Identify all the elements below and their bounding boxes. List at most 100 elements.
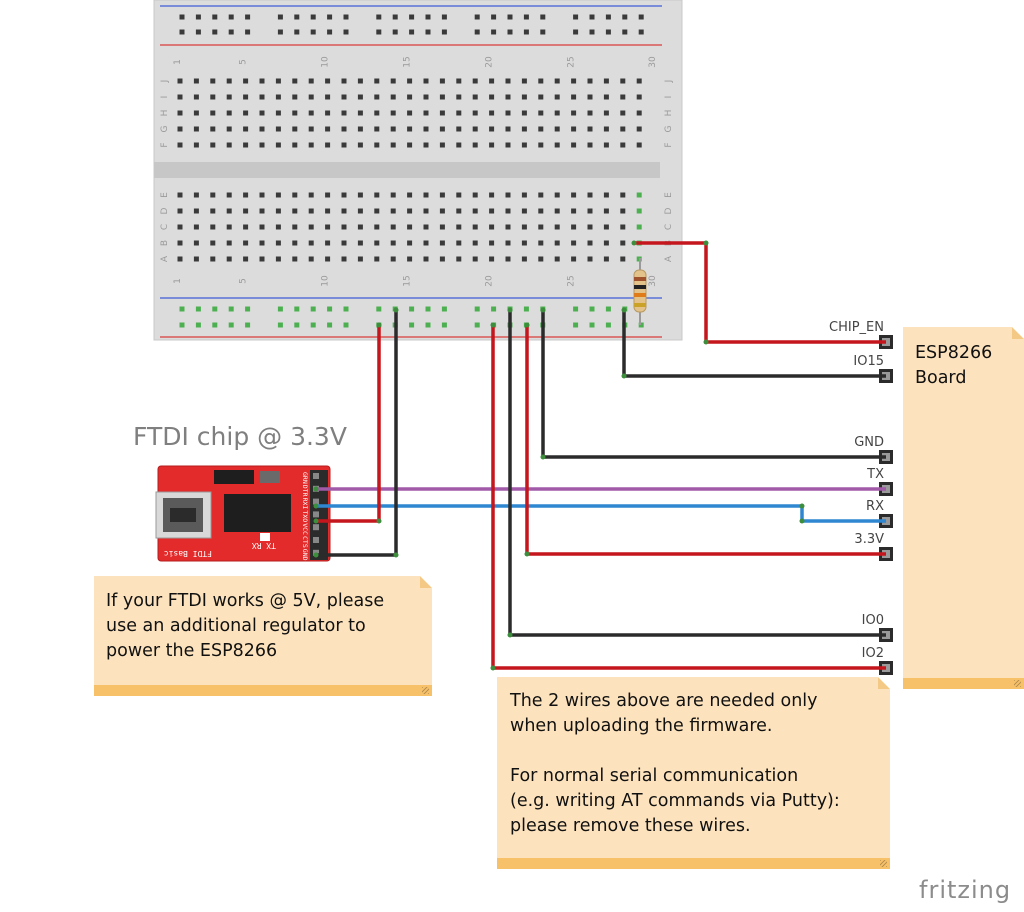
breadboard-hole (505, 110, 511, 116)
breadboard-hole (472, 94, 478, 100)
wire-endpoint (799, 503, 805, 509)
breadboard-row-letter: I (664, 96, 674, 99)
breadboard-row-letter: C (664, 224, 674, 230)
breadboard-hole (390, 126, 396, 132)
breadboard-hole (292, 224, 298, 230)
breadboard-hole (605, 322, 611, 328)
breadboard-hole (259, 110, 265, 116)
breadboard-hole (325, 126, 331, 132)
breadboard-hole (571, 94, 577, 100)
breadboard-hole (505, 94, 511, 100)
breadboard-hole (489, 126, 495, 132)
breadboard-hole (423, 256, 429, 262)
breadboard-hole (407, 94, 413, 100)
breadboard-hole (505, 192, 511, 198)
breadboard-hole (243, 192, 249, 198)
breadboard-row-letter: D (160, 207, 170, 214)
breadboard-hole (636, 94, 642, 100)
breadboard-hole (521, 94, 527, 100)
breadboard-hole (472, 110, 478, 116)
ftdi-pin-label: GRN (301, 472, 309, 484)
breadboard-hole (571, 126, 577, 132)
breadboard-hole (409, 29, 415, 35)
wire-endpoint (507, 307, 513, 313)
breadboard-hole (390, 110, 396, 116)
breadboard-hole (407, 256, 413, 262)
breadboard-hole (193, 142, 199, 148)
breadboard-hole (554, 94, 560, 100)
esp-pin-label: GND (854, 435, 884, 450)
wire-endpoint (313, 518, 319, 524)
breadboard-hole (456, 78, 462, 84)
breadboard-hole (620, 78, 626, 84)
breadboard-hole (407, 78, 413, 84)
breadboard-hole (392, 14, 398, 20)
breadboard-hole (456, 192, 462, 198)
breadboard-hole (327, 322, 333, 328)
breadboard-hole (193, 256, 199, 262)
breadboard-hole (177, 256, 183, 262)
breadboard-hole (439, 142, 445, 148)
breadboard-hole (638, 29, 644, 35)
breadboard-hole (179, 14, 185, 20)
breadboard-hole (439, 126, 445, 132)
wire-endpoint (376, 518, 382, 524)
breadboard-hole (277, 14, 283, 20)
breadboard-hole (245, 14, 251, 20)
breadboard-row-letter: I (160, 96, 170, 99)
wire-endpoint (490, 665, 496, 671)
breadboard-hole (573, 29, 579, 35)
breadboard-hole (259, 142, 265, 148)
breadboard-hole (226, 240, 232, 246)
breadboard-hole (177, 94, 183, 100)
breadboard-hole (292, 110, 298, 116)
breadboard-hole (425, 14, 431, 20)
breadboard-hole (474, 322, 480, 328)
breadboard-hole (259, 78, 265, 84)
breadboard-hole (193, 126, 199, 132)
breadboard-hole (310, 14, 316, 20)
breadboard-hole (327, 14, 333, 20)
breadboard-hole (210, 208, 216, 214)
breadboard-hole (587, 240, 593, 246)
breadboard-hole (177, 208, 183, 214)
breadboard-hole (423, 142, 429, 148)
breadboard-hole (292, 126, 298, 132)
wire-endpoint (540, 307, 546, 313)
breadboard-hole (439, 94, 445, 100)
breadboard-hole (308, 224, 314, 230)
breadboard-hole (620, 126, 626, 132)
breadboard-hole (622, 29, 628, 35)
breadboard-hole (571, 208, 577, 214)
breadboard-hole (603, 94, 609, 100)
breadboard-hole (456, 256, 462, 262)
breadboard-hole (277, 322, 283, 328)
breadboard-hole (308, 110, 314, 116)
breadboard-hole (245, 29, 251, 35)
breadboard-hole (308, 256, 314, 262)
breadboard-hole (441, 306, 447, 312)
breadboard-column-number: 15 (403, 275, 413, 286)
breadboard-hole (210, 110, 216, 116)
breadboard-hole (294, 306, 300, 312)
breadboard-hole (374, 192, 380, 198)
breadboard-hole (521, 126, 527, 132)
ftdi-silk-txrx: TX RX (252, 541, 276, 550)
breadboard-hole (587, 78, 593, 84)
breadboard-row-letter: G (160, 125, 170, 132)
breadboard-hole (505, 126, 511, 132)
breadboard-row-letter: F (160, 142, 170, 147)
breadboard-hole (308, 192, 314, 198)
ftdi-header-pin (313, 473, 319, 479)
breadboard-hole (538, 94, 544, 100)
breadboard-hole (275, 78, 281, 84)
breadboard-hole (310, 306, 316, 312)
breadboard-hole (573, 322, 579, 328)
breadboard-hole (292, 208, 298, 214)
breadboard-column-number: 30 (648, 275, 658, 287)
breadboard-hole (587, 126, 593, 132)
breadboard-hole (390, 192, 396, 198)
breadboard-hole (193, 94, 199, 100)
breadboard-hole (507, 29, 513, 35)
